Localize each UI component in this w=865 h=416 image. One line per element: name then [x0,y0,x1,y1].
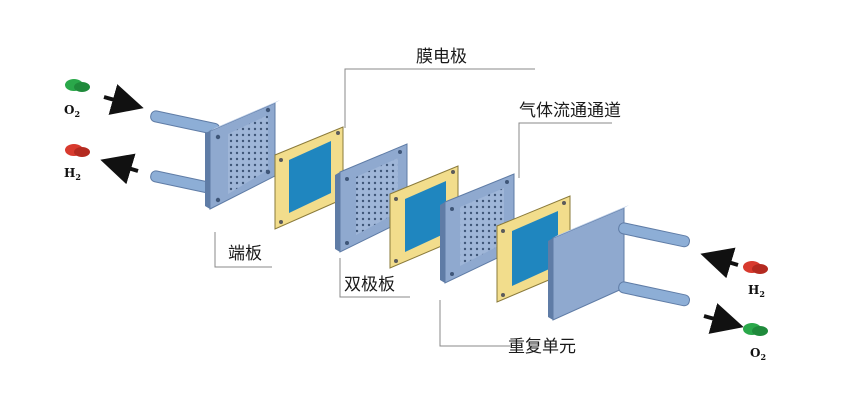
right-end-plate [548,205,629,321]
left-h2-outlet: H2 [64,144,139,185]
right-pipes [618,222,690,307]
leader-lines [214,68,612,347]
inlet-arrow-icon [700,247,739,279]
inlet-arrow-icon [103,84,144,115]
svg-text:O2: O2 [750,346,766,362]
right-bottom-pipe [618,281,690,307]
flow-channel-label: 气体流通通道 [519,101,621,121]
end-plate-leader [214,232,272,268]
right-h2-inlet: H2 [700,247,768,299]
outlet-arrow-icon [100,153,139,185]
repeat-unit-label: 重复单元 [508,337,576,357]
svg-text:H2: H2 [748,283,765,299]
mea-1 [274,126,344,230]
repeat-unit-bracket [439,300,510,347]
mea-leader [344,68,535,128]
left-o2-inlet: O2 [64,79,144,119]
outlet-arrow-icon [703,303,744,334]
svg-text:H2: H2 [64,166,81,182]
flow-channel-leader [518,122,612,178]
left-end-plate [205,100,280,210]
end-plate-label: 端板 [228,244,262,264]
bipolar-plate-label: 双极板 [344,275,395,295]
bipolar-plate-leader [339,258,410,298]
mea-label: 膜电极 [416,47,467,67]
bipolar-plate-1 [335,143,408,253]
left-pipes [150,110,221,195]
right-top-pipe [618,222,690,248]
svg-text:O2: O2 [64,103,80,119]
right-o2-outlet: O2 [703,303,768,362]
